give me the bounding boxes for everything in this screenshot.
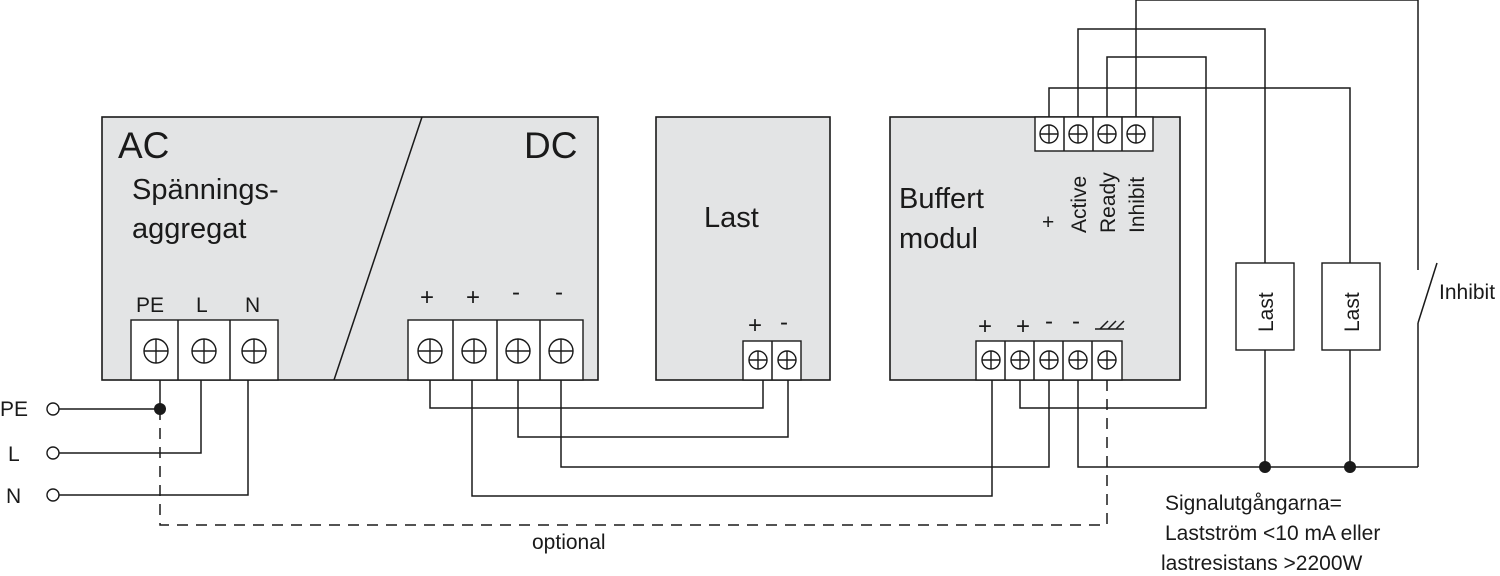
terminal-screw-icon bbox=[241, 338, 267, 364]
terminal-screw-icon bbox=[981, 350, 1001, 370]
terminal-screw-icon bbox=[548, 338, 574, 364]
psu-name-line1: Spännings- bbox=[132, 174, 279, 206]
mains-label-pe: PE bbox=[0, 398, 28, 421]
terminal-n-icon bbox=[46, 488, 60, 502]
terminal-screw-icon bbox=[1068, 124, 1088, 144]
mains-label-l: L bbox=[8, 443, 20, 466]
terminal-l-icon bbox=[46, 446, 60, 460]
psu-out-sign-4: - bbox=[555, 279, 563, 306]
mains-label-n: N bbox=[6, 485, 21, 508]
terminal-screw-icon bbox=[461, 338, 487, 364]
psu-in-label-pe: PE bbox=[136, 294, 164, 317]
note-line2: Lastström <10 mA eller bbox=[1165, 522, 1380, 545]
buffer-sign-2: + bbox=[1016, 313, 1030, 340]
signal-note: Signalutgångarna= Lastström <10 mA eller… bbox=[1161, 492, 1380, 575]
buffer-plus-label: + bbox=[1042, 211, 1054, 234]
psu-output-terminals bbox=[407, 319, 584, 381]
buffer-sign-3: - bbox=[1045, 308, 1053, 335]
dc-label: DC bbox=[524, 125, 577, 166]
terminal-screw-icon bbox=[505, 338, 531, 364]
ac-label: AC bbox=[118, 125, 169, 166]
terminal-screw-icon bbox=[777, 350, 797, 370]
signal-load-2-label: Last bbox=[1341, 292, 1364, 332]
wires bbox=[59, 0, 1438, 526]
buffer-module: Buffert modul + Active Ready Inhibit + +… bbox=[889, 116, 1181, 381]
psu-in-label-l: L bbox=[196, 294, 208, 317]
terminal-screw-icon bbox=[417, 338, 443, 364]
buffer-name-line2: modul bbox=[899, 223, 978, 255]
optional-label: optional bbox=[532, 531, 606, 554]
signal-label-ready: Ready bbox=[1097, 172, 1120, 233]
terminal-screw-icon bbox=[1039, 124, 1059, 144]
buffer-sign-1: + bbox=[978, 313, 992, 340]
psu-name-line2: aggregat bbox=[132, 213, 247, 245]
signal-load-1-label: Last bbox=[1255, 292, 1278, 332]
signal-label-inhibit: Inhibit bbox=[1126, 177, 1149, 233]
ground-symbol bbox=[1095, 320, 1125, 330]
note-line3: lastresistans >2200W bbox=[1161, 552, 1363, 575]
buffer-name-line1: Buffert bbox=[899, 183, 984, 215]
terminal-screw-icon bbox=[1039, 350, 1059, 370]
terminal-screw-icon bbox=[748, 350, 768, 370]
psu-out-sign-3: - bbox=[512, 279, 520, 306]
buffer-sign-4: - bbox=[1072, 308, 1080, 335]
terminal-screw-icon bbox=[1068, 350, 1088, 370]
terminal-screw-icon bbox=[143, 338, 169, 364]
signal-load-1: Last bbox=[1235, 262, 1295, 351]
signal-load-2: Last bbox=[1321, 262, 1381, 351]
psu-in-label-n: N bbox=[245, 294, 260, 317]
terminal-screw-icon bbox=[1097, 350, 1117, 370]
buffer-bottom-terminals bbox=[975, 340, 1123, 381]
terminal-pe-icon bbox=[46, 402, 60, 416]
psu-input-terminals bbox=[130, 319, 279, 381]
terminal-screw-icon bbox=[1010, 350, 1030, 370]
load-unit: Last + - bbox=[655, 116, 831, 381]
psu-out-sign-1: + bbox=[420, 284, 434, 311]
load-sign-plus: + bbox=[748, 312, 762, 339]
load-label: Last bbox=[704, 202, 759, 234]
terminal-screw-icon bbox=[1097, 124, 1117, 144]
terminal-screw-icon bbox=[1126, 124, 1146, 144]
note-line1: Signalutgångarna= bbox=[1165, 492, 1342, 515]
psu-out-sign-2: + bbox=[466, 284, 480, 311]
inhibit-switch-label: Inhibit bbox=[1439, 281, 1495, 304]
buffer-signal-terminals bbox=[1034, 116, 1154, 152]
signal-label-active: Active bbox=[1068, 176, 1091, 233]
load-sign-minus: - bbox=[780, 309, 788, 336]
mains-inputs: PE L N bbox=[0, 398, 60, 508]
terminal-screw-icon bbox=[191, 338, 217, 364]
load-terminals bbox=[742, 340, 802, 381]
